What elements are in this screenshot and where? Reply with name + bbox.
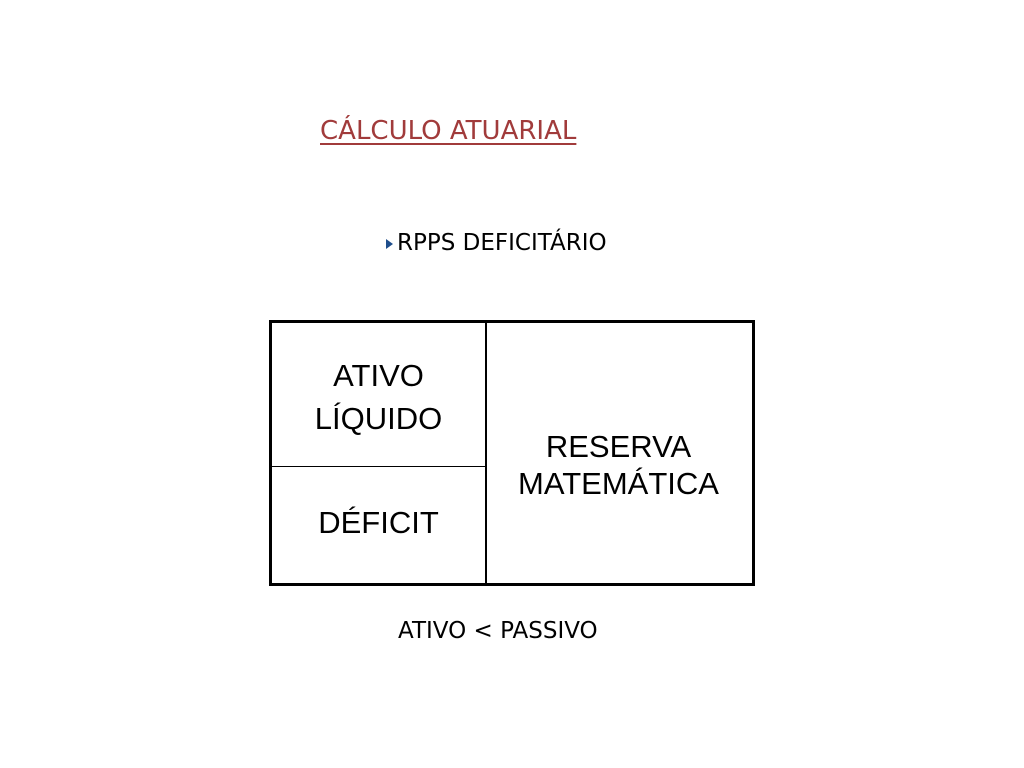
- bullet-text: RPPS DEFICITÁRIO: [397, 230, 607, 256]
- liquido-label: LÍQUIDO: [314, 400, 443, 436]
- vertical-divider: [485, 323, 487, 583]
- horizontal-divider: [272, 466, 486, 467]
- slide-title: CÁLCULO ATUARIAL: [320, 116, 577, 146]
- reserva-matematica-cell: RESERVA MATEMÁTICA: [485, 323, 752, 583]
- balance-diagram: ATIVO LÍQUIDO DÉFICIT RESERVA MATEMÁTICA: [269, 320, 755, 586]
- ativo-label: ATIVO: [333, 357, 424, 393]
- triangle-right-icon: [386, 238, 393, 249]
- deficit-label: DÉFICIT: [318, 504, 439, 540]
- equation-text: ATIVO < PASSIVO: [398, 618, 598, 644]
- bullet-item: RPPS DEFICITÁRIO: [386, 227, 607, 259]
- ativo-liquido-cell: ATIVO LÍQUIDO: [272, 323, 485, 466]
- matematica-label: MATEMÁTICA: [518, 466, 719, 501]
- reserva-label: RESERVA: [545, 429, 692, 464]
- deficit-cell: DÉFICIT: [272, 466, 485, 583]
